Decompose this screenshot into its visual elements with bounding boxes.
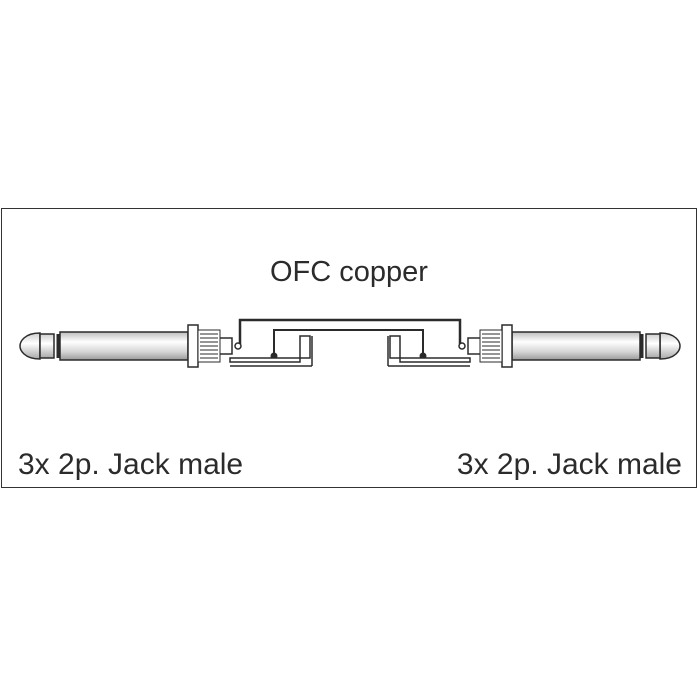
left-jack-plug (19, 324, 242, 368)
right-jack-plug (458, 324, 681, 368)
left-plug-threads (197, 329, 221, 363)
left-plug-insulator (39, 333, 55, 359)
left-plug-sleeve (59, 331, 189, 361)
right-plug-contact (467, 337, 480, 355)
left-solder-lug (229, 335, 313, 367)
right-connector-label: 3x 2p. Jack male (456, 448, 682, 481)
right-plug-insulator (645, 333, 661, 359)
right-plug-collar (501, 324, 513, 368)
right-plug-threads (479, 329, 503, 363)
right-plug-tip (659, 332, 681, 360)
cable-type-title: OFC copper (270, 256, 428, 288)
tip-conductor-wire (238, 318, 462, 344)
right-solder-lug (387, 335, 471, 367)
left-plug-contact (220, 337, 233, 355)
left-plug-tip (19, 332, 41, 360)
right-plug-sleeve (511, 331, 641, 361)
screen-conductor-wire (270, 329, 427, 360)
left-plug-collar (187, 324, 199, 368)
left-connector-label: 3x 2p. Jack male (18, 448, 244, 481)
